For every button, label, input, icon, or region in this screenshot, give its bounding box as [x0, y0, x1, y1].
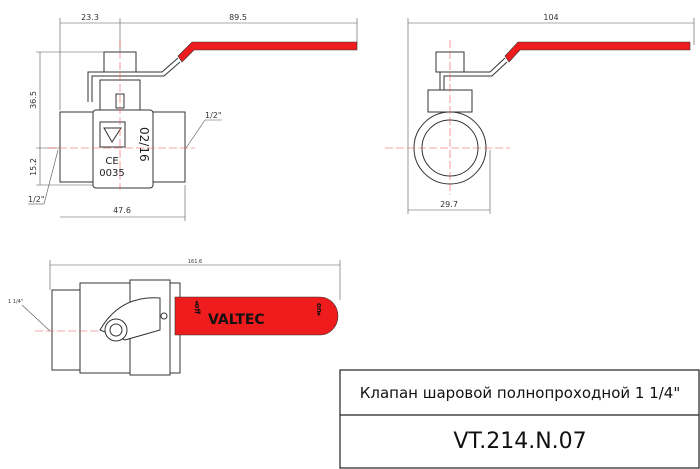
valtec-logo-icon [99, 121, 126, 148]
dim-23-3: 23.3 [81, 13, 99, 22]
thread-left: 1/2" [28, 195, 45, 204]
dim-161-6: 161.6 [188, 259, 202, 265]
date-mark: 02/16 [137, 127, 151, 162]
ce-mark: CE [105, 156, 118, 167]
off-label: ◂off [193, 300, 201, 314]
dim-104: 104 [543, 13, 558, 22]
top-view: 161.6 ◂off VALTEC on▸ 1 1/4" [8, 259, 341, 376]
front-view: 23.3 89.5 36.5 15.2 CE 0035 02/16 1/2" 1… [28, 13, 358, 221]
dim-89-5: 89.5 [229, 13, 247, 22]
product-name: Клапан шаровой полнопроходной 1 1/4" [360, 384, 681, 402]
dim-36-5: 36.5 [29, 91, 38, 109]
cert-number: 0035 [99, 168, 124, 179]
brand-logo: VALTEC [208, 312, 265, 328]
side-handle-red [504, 41, 691, 63]
product-code: VT.214.N.07 [453, 429, 586, 454]
thread-right: 1/2" [205, 111, 222, 120]
thread-1-1-4: 1 1/4" [8, 299, 23, 305]
handle-red [177, 41, 358, 63]
dim-15-2: 15.2 [29, 158, 38, 176]
title-block: Клапан шаровой полнопроходной 1 1/4" VT.… [339, 369, 700, 469]
dim-29-7: 29.7 [440, 200, 458, 209]
top-handle-red [174, 296, 339, 336]
side-view: 104 29.7 [385, 13, 695, 214]
dim-47-6: 47.6 [113, 206, 131, 215]
on-label: on▸ [315, 303, 323, 317]
